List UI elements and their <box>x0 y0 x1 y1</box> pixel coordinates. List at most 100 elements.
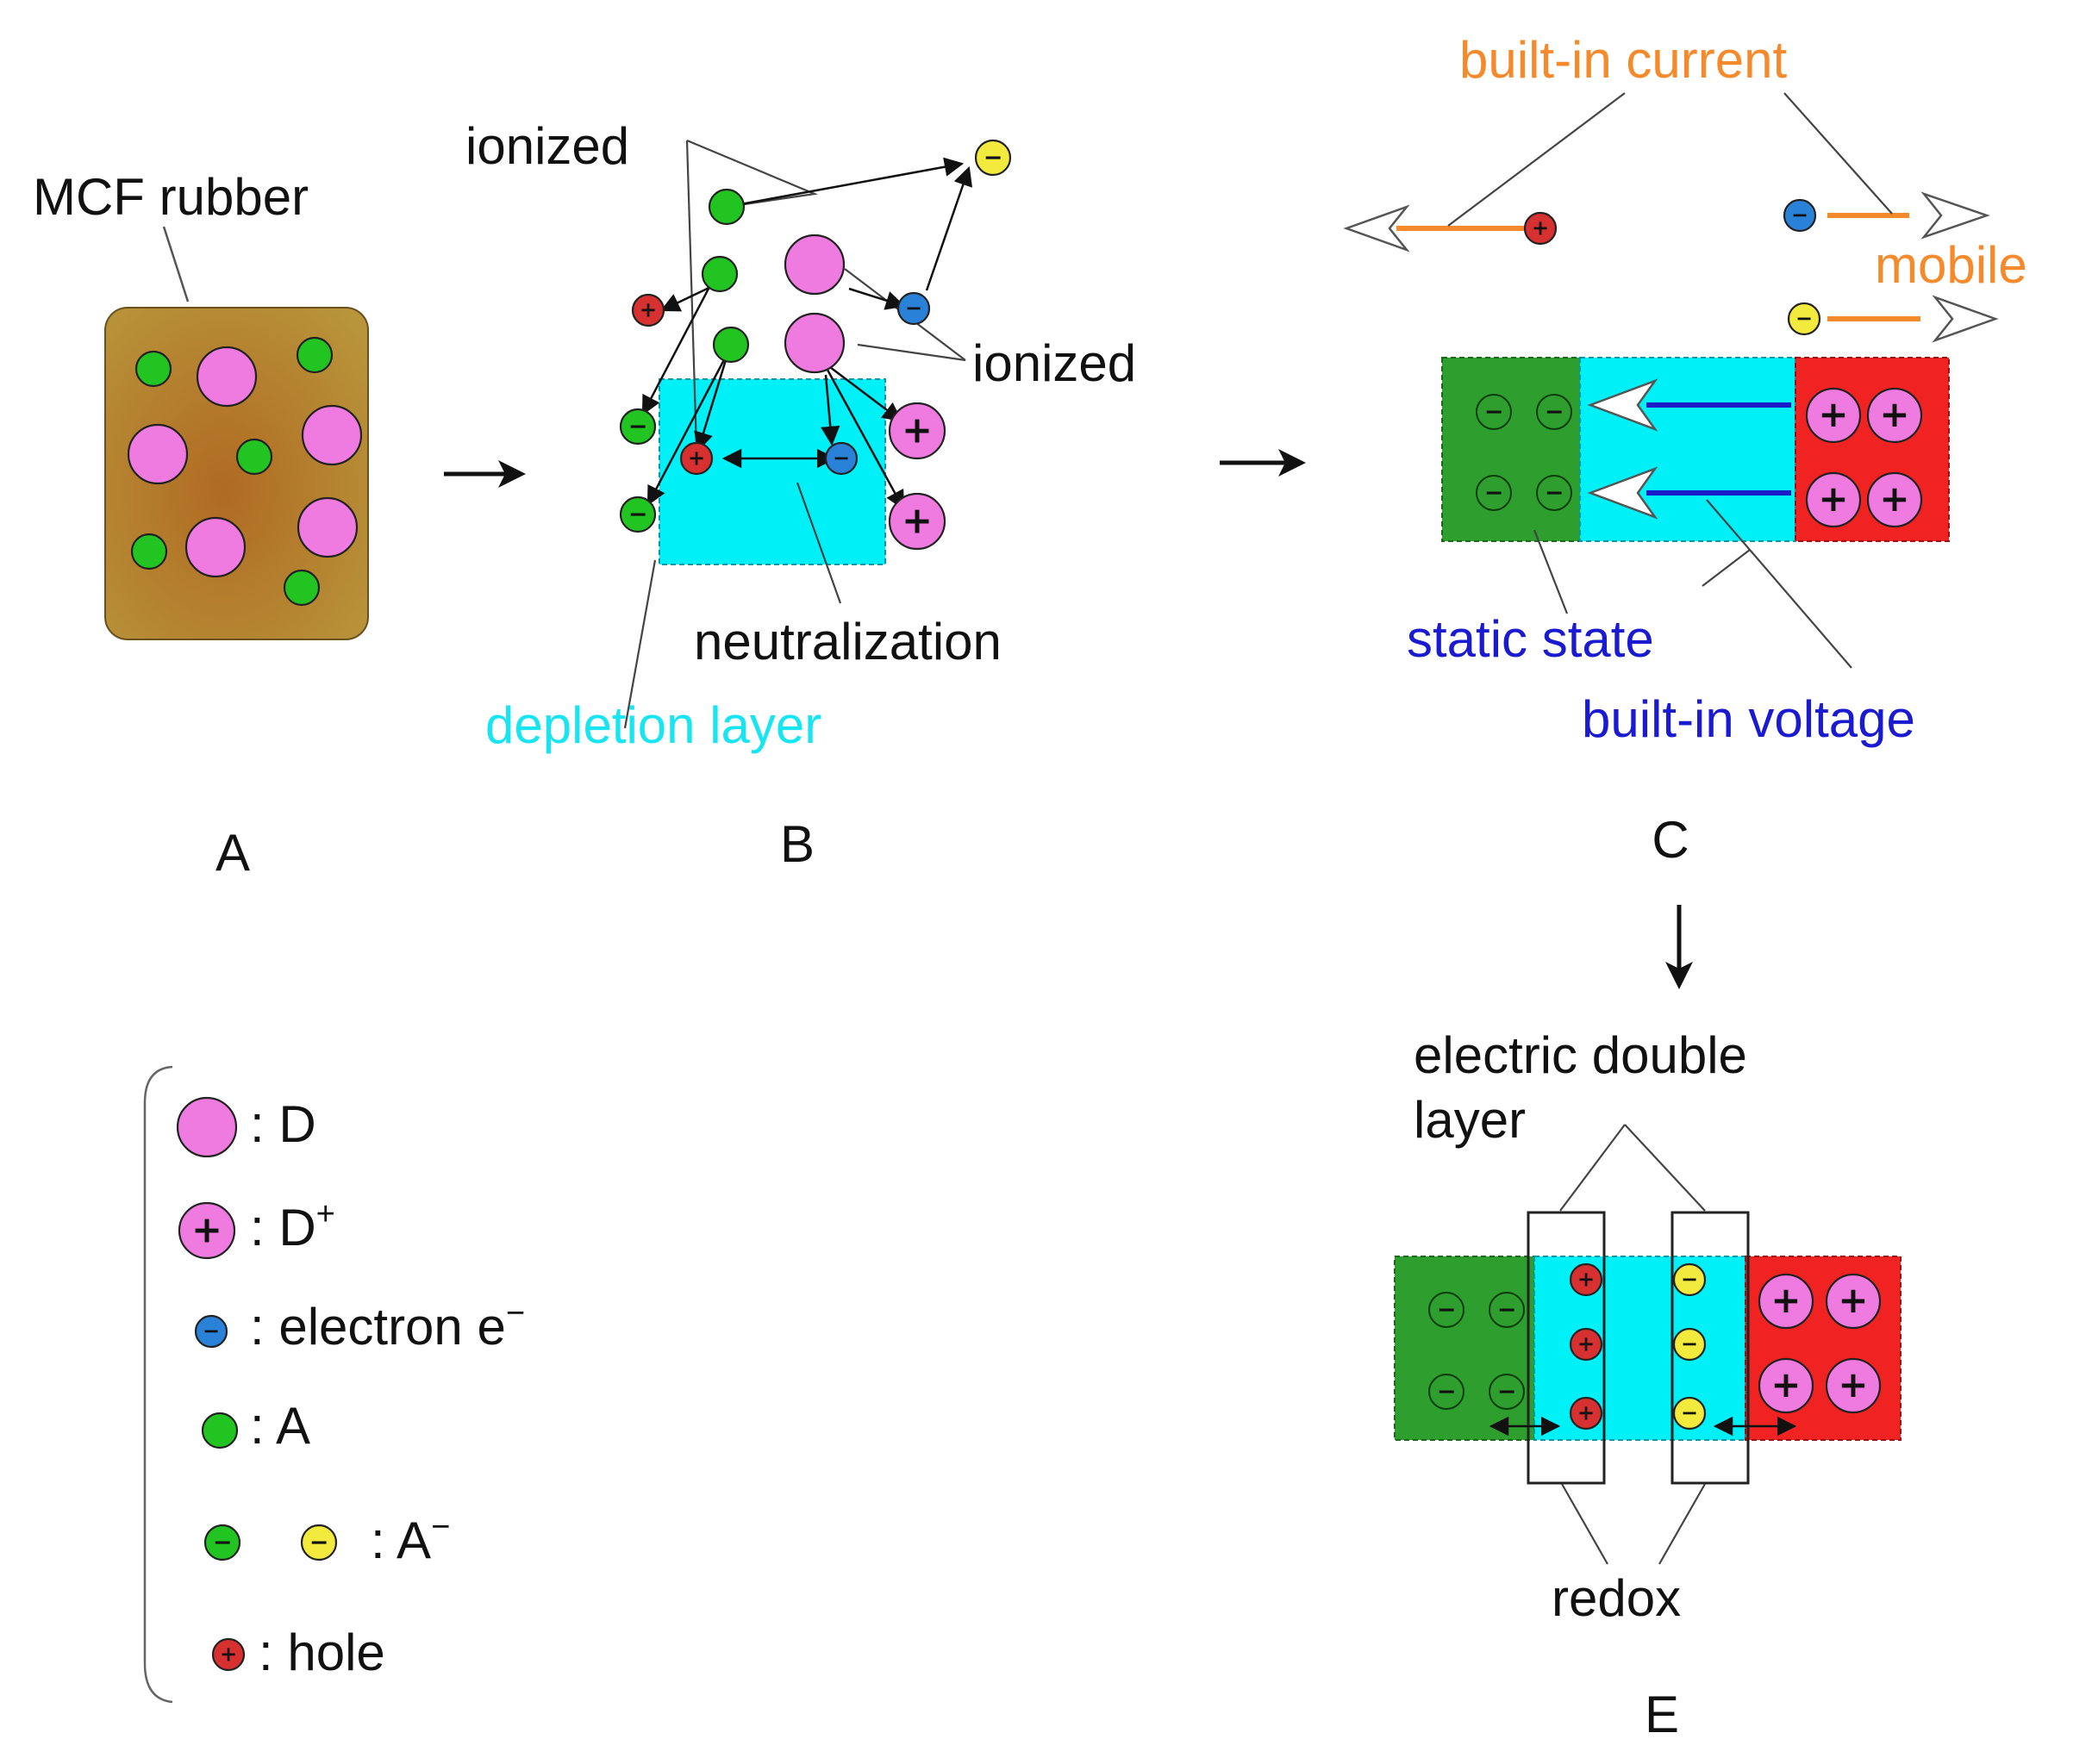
depletion-region-e <box>1533 1256 1746 1441</box>
legend-hole-text: : hole <box>259 1624 385 1681</box>
donor-ion: + <box>1758 1273 1814 1330</box>
electron-particle: − <box>1783 198 1817 233</box>
fixed-acceptor-ion: − <box>1536 394 1572 430</box>
donor-ion: + <box>1825 1357 1882 1414</box>
layer-label: layer <box>1414 1091 1526 1149</box>
static-state-label: static state <box>1407 610 1654 668</box>
hole-particle-sign: + <box>1577 1268 1595 1292</box>
donor-ion: + <box>1805 387 1862 444</box>
donor-ion: + <box>1866 387 1923 444</box>
hole-particle-sign: + <box>1532 216 1549 240</box>
panel-b-arrows <box>641 157 973 510</box>
fixed-acceptor-ion-sign: − <box>1437 1296 1457 1323</box>
fixed-acceptor-ion-sign: − <box>1545 479 1564 506</box>
donor-ion: + <box>888 492 946 551</box>
fixed-acceptor-ion-sign: − <box>1484 398 1504 425</box>
acceptor-particle <box>235 438 273 476</box>
acceptor-particle <box>712 326 750 364</box>
legend: +−−−+ : D : D+ : electron e− : A : A− : … <box>143 1065 525 1704</box>
electron-particle-sign: − <box>1791 203 1808 228</box>
acceptor-ion-yellow: − <box>1672 1327 1707 1362</box>
fixed-acceptor-ion: − <box>1428 1292 1464 1328</box>
legend-electron-text: : electron e− <box>250 1295 525 1356</box>
mobile-label: mobile <box>1875 236 2027 294</box>
legend-hole-symbol-sign: + <box>220 1642 237 1667</box>
panel-b-particles: −−+−−+−++ <box>619 139 1012 551</box>
donor-particle <box>784 234 846 296</box>
panel-b-label: B <box>780 815 815 873</box>
legend-d-label: : D <box>250 1095 316 1153</box>
donor-ion-sign: + <box>1838 1279 1868 1321</box>
legend-electron-sup: − <box>506 1295 525 1331</box>
depletion-region-c <box>1579 357 1796 542</box>
double-layer-box-left <box>1527 1211 1606 1485</box>
rubber-particles <box>127 336 363 607</box>
donor-ion: + <box>1825 1273 1882 1330</box>
donor-ion-sign: + <box>1838 1363 1868 1406</box>
hole-particle-sign: + <box>1577 1332 1595 1356</box>
donor-particle <box>784 312 846 374</box>
donor-ion: + <box>888 402 946 460</box>
process-arrow-b-c <box>1220 449 1306 477</box>
hole-particle: + <box>631 293 665 327</box>
donor-ion: + <box>1866 471 1923 528</box>
legend-acceptor-ion-yellow-symbol-sign: − <box>309 1529 329 1555</box>
panel-c-label: C <box>1652 811 1689 869</box>
double-layer-box-right <box>1670 1211 1750 1485</box>
electron-particle-sign: − <box>833 446 850 471</box>
fixed-acceptor-ion: − <box>1476 394 1512 430</box>
fixed-acceptor-ion-sign: − <box>1484 479 1504 506</box>
fixed-acceptor-ion: − <box>1489 1292 1525 1328</box>
n-region <box>1441 357 1581 542</box>
legend-symbols: + − − − + <box>176 1096 338 1672</box>
hole-particle: + <box>1569 1396 1603 1431</box>
panel-e: −−−−+++−−−++++ electric double layer red… <box>1394 1026 1902 1743</box>
ionized-label-right: ionized <box>972 334 1136 392</box>
legend-acceptor-ion-symbol-sign: − <box>213 1529 233 1555</box>
acceptor-ion-yellow-sign: − <box>1681 1332 1698 1356</box>
donor-particle <box>297 496 359 558</box>
mcf-rubber-leader <box>162 226 190 302</box>
legend-hole-symbol: + <box>211 1637 246 1672</box>
donor-ion-sign: + <box>902 499 933 542</box>
hole-particle: + <box>679 441 714 476</box>
process-arrow-c-e <box>1665 905 1693 989</box>
donor-particle <box>184 516 247 578</box>
acceptor-ion-yellow: − <box>1787 302 1821 336</box>
panel-e-leaders <box>1559 1124 1706 1565</box>
acceptor-particle <box>130 533 168 570</box>
fixed-acceptor-ion: − <box>1489 1374 1525 1410</box>
hole-particle-sign: + <box>688 446 705 471</box>
legend-electron-symbol: − <box>194 1314 228 1349</box>
acceptor-particle <box>134 350 172 388</box>
fixed-acceptor-ion: − <box>1536 475 1572 511</box>
donor-ion-sign: + <box>1818 393 1848 435</box>
mcf-rubber-label: MCF rubber <box>33 168 309 226</box>
built-in-voltage-arrows <box>1587 378 1791 520</box>
electron-particle: − <box>896 291 931 326</box>
legend-acceptor-ion-symbol: − <box>203 1524 241 1561</box>
hole-particle: + <box>1569 1262 1603 1297</box>
acceptor-particle <box>283 569 321 607</box>
panel-a-label: A <box>215 824 250 882</box>
panel-c-leaders <box>1447 92 1893 669</box>
neutralization-label: neutralization <box>694 613 1002 670</box>
donor-ion-sign: + <box>1770 1363 1801 1406</box>
legend-donor-ion-symbol: + <box>178 1201 236 1260</box>
donor-particle <box>301 404 363 466</box>
acceptor-ion-yellow: − <box>974 139 1012 177</box>
fixed-acceptor-ion-sign: − <box>1437 1378 1457 1405</box>
donor-particle <box>127 423 189 485</box>
fixed-acceptor-ion: − <box>1476 475 1512 511</box>
legend-d-plus-sup: + <box>316 1196 335 1232</box>
panel-a: MCF rubber A <box>33 168 369 882</box>
acceptor-particle <box>708 188 746 226</box>
electron-particle: − <box>824 441 859 476</box>
legend-donor-ion-symbol-sign: + <box>191 1208 222 1251</box>
donor-ion: + <box>1758 1357 1814 1414</box>
electric-double-layer-boxes <box>1527 1211 1750 1485</box>
depletion-layer-label: depletion layer <box>485 696 821 754</box>
redox-label: redox <box>1552 1569 1681 1627</box>
legend-donor-symbol <box>176 1096 238 1158</box>
